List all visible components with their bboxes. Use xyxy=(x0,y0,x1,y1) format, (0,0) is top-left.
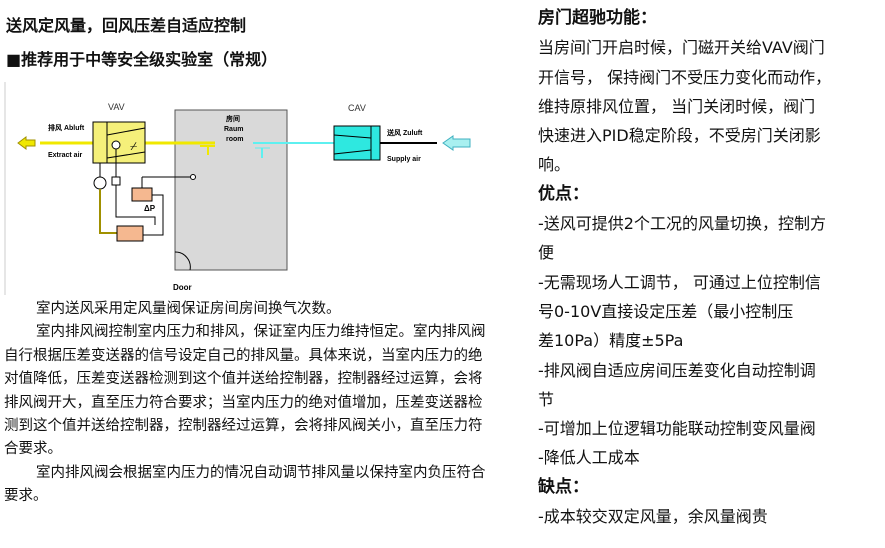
section-heading: 房门超驰功能： xyxy=(538,8,657,28)
controller-box xyxy=(116,225,144,242)
feature-line: 节 xyxy=(538,389,555,409)
section-title: 送风定风量，回风压差自适应控制 xyxy=(6,16,247,35)
feature-line: 便 xyxy=(538,243,555,263)
supply-label: 送风 Zuluft xyxy=(386,128,423,137)
room-box xyxy=(174,109,288,271)
supply-arrow-icon xyxy=(442,135,471,151)
feature-line: -送风可提供2个工况的风量切换，控制方 xyxy=(538,214,826,234)
feature-line: 差10Pa）精度±5Pa xyxy=(538,331,684,351)
features-panel: 房门超驰功能： 当房间门开启时候，门磁开关给VAV阀门开信号， 保持阀门不受压力变… xyxy=(538,4,883,531)
section-heading: 优点： xyxy=(538,183,589,204)
sensor-icon xyxy=(111,176,121,186)
feature-line: 快速进入PID稳定阶段，不受房门关闭影 xyxy=(538,126,821,146)
feature-line: 响。 xyxy=(538,155,571,175)
feature-line: 维持原排风位置， 当门关闭时候，阀门 xyxy=(538,96,816,116)
vav-label: VAV xyxy=(108,102,125,112)
exhaust-arrow-icon xyxy=(17,136,36,150)
exhaust-label: 排风 Abluft xyxy=(48,123,85,132)
cav-box xyxy=(333,125,381,161)
dp-label: ΔP xyxy=(144,204,156,213)
feature-line: 开信号， 保持阀门不受压力变化而动作， xyxy=(538,67,832,87)
damper-icon: ⌿ xyxy=(130,139,137,153)
actuator-icon xyxy=(93,176,107,190)
feature-line: -无需现场人工调节， 可通过上位控制信 xyxy=(538,272,821,292)
extract-air-label: Extract air xyxy=(48,152,83,159)
room-en-label: room xyxy=(226,136,244,143)
door-label: Door xyxy=(173,283,192,292)
feature-line: -降低人工成本 xyxy=(538,448,640,468)
supply-air-label: Supply air xyxy=(387,156,421,163)
pressure-transmitter xyxy=(131,187,153,202)
paragraph: 室内排风阀控制室内压力和排风，保证室内压力维持恒定。室内排风阀自行根据压差变送器… xyxy=(4,324,486,458)
paragraph: 室内排风阀会根据室内压力的情况自动调节排风量以保持室内负压符合要求。 xyxy=(4,464,486,505)
room-de-label: Raum xyxy=(224,126,243,133)
paragraph: 室内送风采用定风量阀保证房间房间换气次数。 xyxy=(36,301,341,317)
feature-line: 当房间门开启时候，门磁开关给VAV阀门 xyxy=(538,38,825,58)
door-swing xyxy=(174,251,191,271)
feature-line: -排风阀自适应房间压差变化自动控制调 xyxy=(538,360,816,380)
feature-line: 号0-10V直接设定压差（最小控制压 xyxy=(538,301,794,321)
description-text: 室内送风采用定风量阀保证房间房间换气次数。 室内排风阀控制室内压力和排风，保证室… xyxy=(4,298,496,509)
section-subtitle: ■推荐用于中等安全级实验室（常规） xyxy=(6,50,278,69)
control-diagram: ⌿ VAV CAV 排风 Abluft Extract air 房间 Raum … xyxy=(4,82,471,295)
cav-label: CAV xyxy=(348,103,366,113)
room-cn-label: 房间 xyxy=(226,114,240,123)
feature-line: -成本较交双定风量，余风量阀贵 xyxy=(538,507,768,527)
section-heading: 缺点： xyxy=(538,476,589,497)
feature-line: -可增加上位逻辑功能联动控制变风量阀 xyxy=(538,419,816,439)
